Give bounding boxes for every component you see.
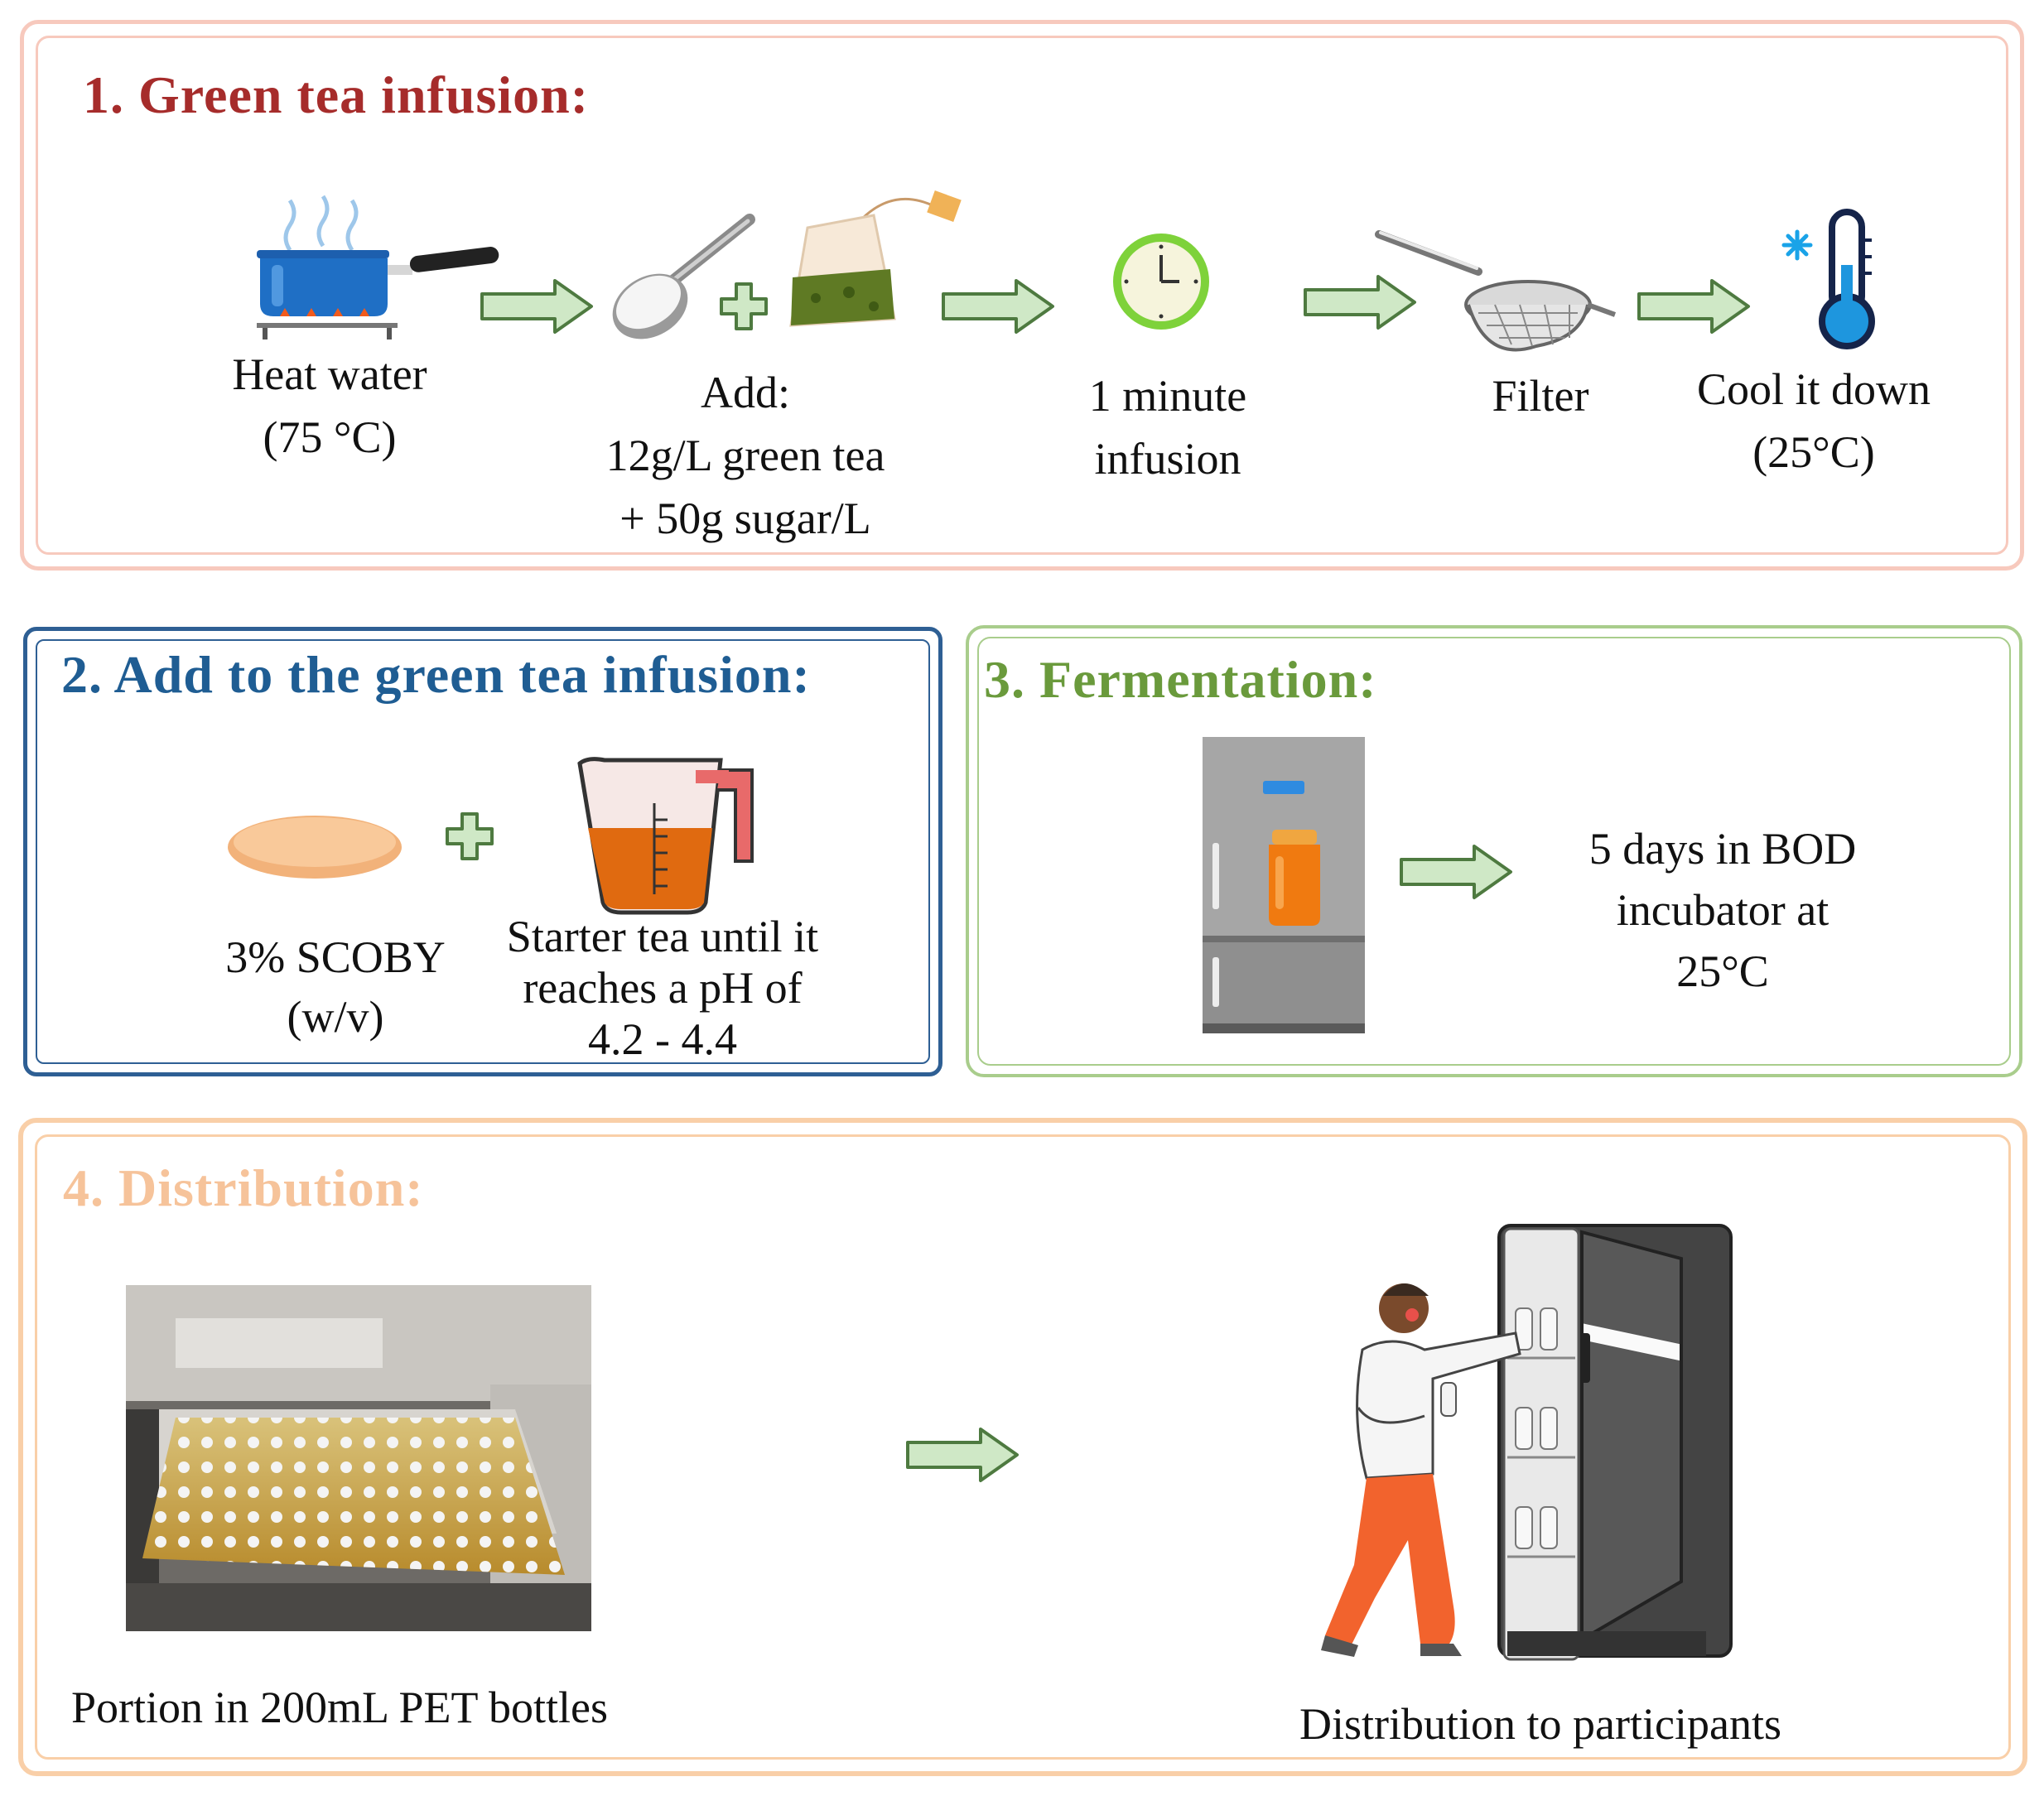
plus-icon (445, 811, 494, 861)
kombucha-jar-icon (1265, 828, 1323, 927)
add-ingredients-label: Add: 12g/L green tea + 50g sugar/L (605, 368, 885, 543)
thermometer-icon (1772, 207, 1880, 352)
add-to-infusion-panel (23, 627, 942, 1076)
spoon-sugar-icon (609, 211, 758, 339)
portion-label: Portion in 200mL PET bottles (71, 1683, 609, 1732)
heat-water-label: Heat water (75 °C) (232, 349, 427, 462)
arrow-right-icon (904, 1426, 1020, 1484)
strainer-icon (1371, 222, 1619, 363)
arrow-right-icon (479, 277, 595, 335)
fermentation-panel (966, 625, 2022, 1077)
plus-icon (719, 282, 769, 331)
cooking-pot-icon (248, 192, 505, 341)
arrow-right-icon (1398, 843, 1514, 901)
arrow-right-icon (940, 277, 1056, 335)
clock-icon (1110, 224, 1213, 339)
scoby-label: 3% SCOBY (w/v) (225, 932, 446, 1042)
starter-tea-label: Starter tea until it reaches a pH of 4.2… (506, 912, 819, 1064)
green-tea-infusion-panel (20, 20, 2024, 571)
filter-label: Filter (1492, 371, 1589, 421)
person-at-fridge-icon (1317, 1217, 1748, 1681)
bottles-photo (126, 1285, 591, 1631)
panel-2-title: 2. Add to the green tea infusion: (61, 645, 811, 704)
arrow-right-icon (1636, 277, 1752, 335)
panel-3-title: 3. Fermentation: (984, 650, 1377, 709)
cool-down-label: Cool it down (25°C) (1696, 364, 1931, 477)
incubation-label: 5 days in BOD incubator at 25°C (1588, 824, 1857, 996)
participants-label: Distribution to participants (1299, 1699, 1781, 1749)
measuring-jug-icon (571, 754, 762, 915)
panel-4-title: 4. Distribution: (63, 1158, 424, 1217)
infusion-time-label: 1 minute infusion (1088, 371, 1247, 484)
scoby-icon (224, 807, 406, 882)
tea-bag-icon (783, 186, 973, 335)
panel-1-title: 1. Green tea infusion: (83, 65, 590, 124)
distribution-panel (18, 1118, 2027, 1776)
